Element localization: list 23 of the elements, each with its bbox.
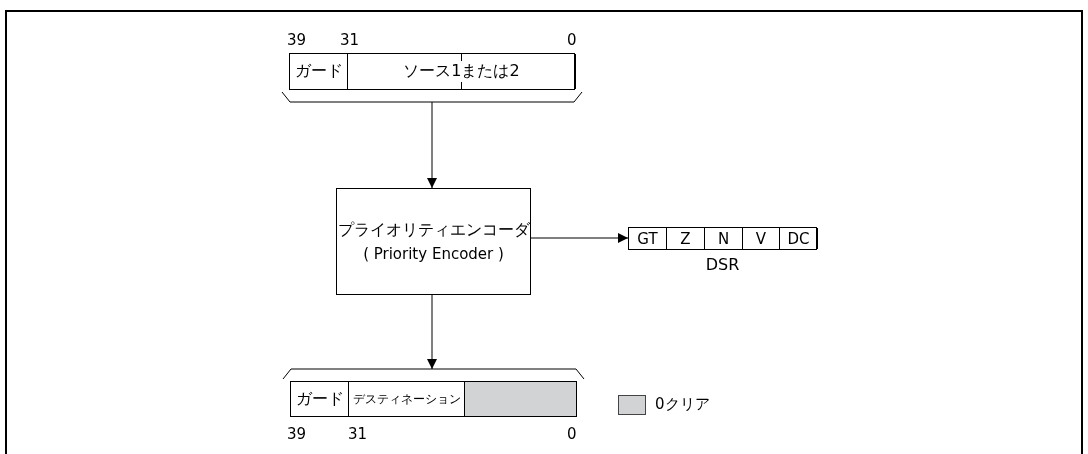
register-field: ガード <box>295 388 344 410</box>
register-field: N <box>717 229 730 248</box>
register-field: DC <box>787 229 810 248</box>
register-field: V <box>755 229 767 248</box>
register-field: ソース1または2 <box>403 61 520 82</box>
legend-label: 0クリア <box>655 395 710 414</box>
box-subtitle: ( Priority Encoder ) <box>363 245 504 263</box>
bit-number: 39 <box>287 425 307 443</box>
arrow <box>427 294 437 370</box>
register-field: ガード <box>294 61 343 82</box>
register-name: DSR <box>705 255 740 274</box>
bit-number: 31 <box>348 425 368 443</box>
bit-number: 0 <box>567 31 577 49</box>
box-title: プライオリティエンコーダ <box>337 220 530 241</box>
register-field: GT <box>637 229 658 248</box>
register-field: Z <box>680 229 691 248</box>
bit-number: 0 <box>567 425 577 443</box>
arrow <box>427 101 437 189</box>
register-field: デスティネーション <box>352 390 461 408</box>
process-box <box>336 188 531 295</box>
bit-number: 39 <box>287 31 307 49</box>
bit-number: 31 <box>340 31 360 49</box>
arrow <box>530 233 629 243</box>
